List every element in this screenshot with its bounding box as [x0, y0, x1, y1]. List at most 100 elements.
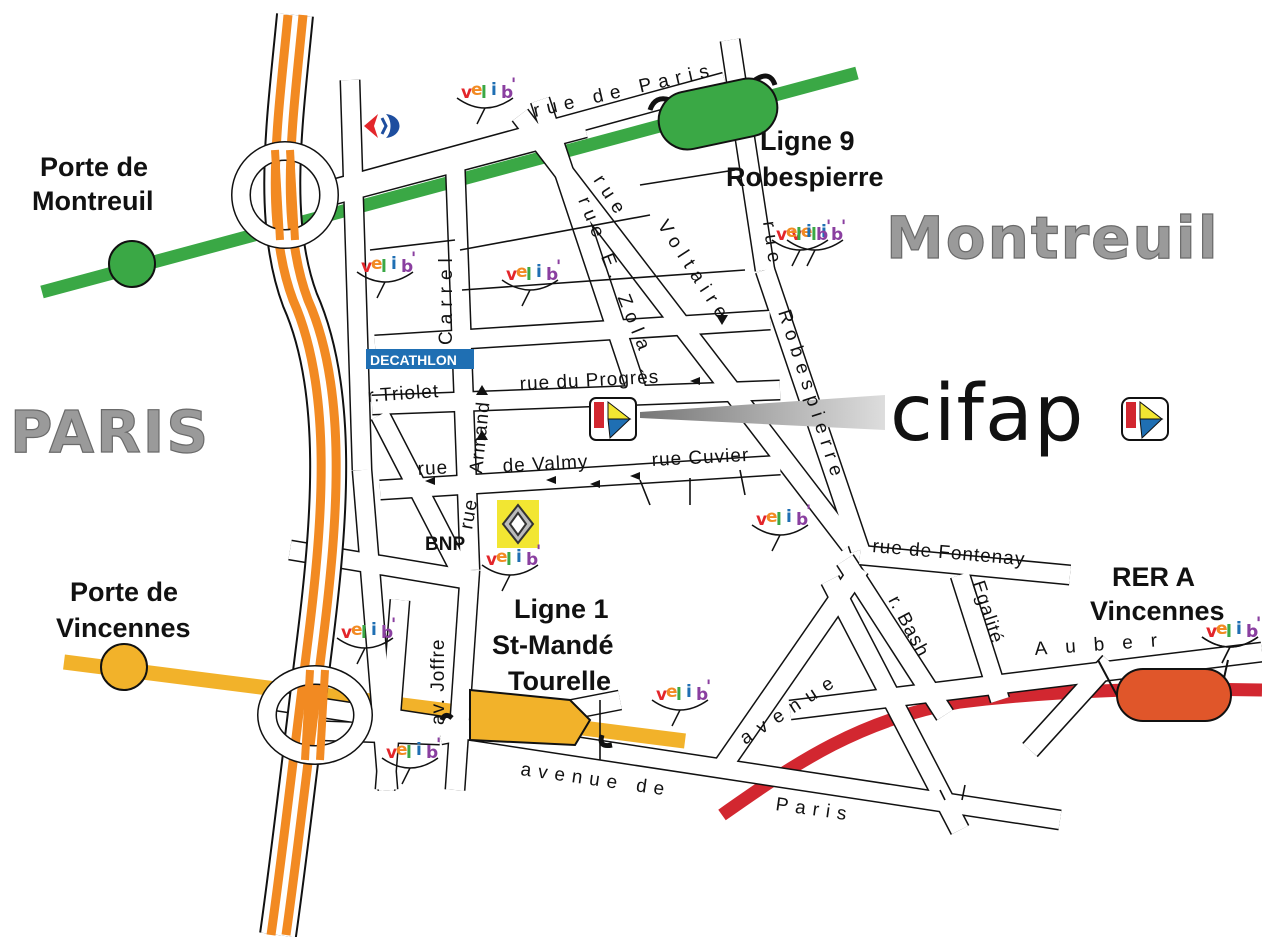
velib-letter: v — [776, 225, 787, 245]
velib-letter: i — [1236, 619, 1242, 639]
velib-letter: i — [821, 222, 827, 242]
velib-letter: i — [391, 254, 397, 274]
velib-letter: b — [696, 685, 708, 705]
street-r-triolet: r.Triolet — [367, 381, 440, 407]
one-way-arrows — [425, 315, 728, 488]
cifap-logo-big-icon[interactable] — [1121, 397, 1169, 441]
cifap-pointer-beam — [640, 395, 885, 430]
velib-letter: b — [796, 510, 808, 530]
velib-letter: l — [361, 623, 367, 643]
ligne1-station-platform[interactable] — [439, 688, 613, 748]
velib-apostrophe: ' — [511, 75, 516, 95]
ligne1-label: Ligne 1 — [514, 594, 609, 624]
velib-letter: b — [831, 225, 843, 245]
ligne9-robespierre-station[interactable] — [647, 73, 783, 155]
porte-vincennes-label-1: Porte de — [70, 577, 178, 607]
district-montreuil: Montreuil — [886, 204, 1220, 272]
velib-letter: v — [506, 265, 517, 285]
velib-letter: e — [1216, 619, 1228, 639]
velib-letter: e — [1216, 619, 1228, 639]
rer-vincennes-station[interactable] — [1097, 659, 1232, 722]
street-rue-cuvier: rue Cuvier — [651, 445, 750, 471]
street-rue-armand-a: rue — [456, 497, 482, 531]
velib-letter: v — [341, 623, 352, 643]
velib-letter: i — [786, 507, 792, 527]
porte-montreuil-roundabout — [231, 141, 339, 249]
velib-apostrophe: ' — [841, 217, 846, 237]
velib-letter: v — [361, 257, 372, 277]
street-carrel: Carrel — [436, 251, 457, 345]
velib-apostrophe: ' — [826, 217, 831, 237]
velib-letter: e — [471, 80, 483, 100]
velib-letter: v — [1206, 622, 1217, 642]
decathlon-label: DECATHLON — [370, 352, 457, 368]
velib-apostrophe: ' — [1256, 614, 1261, 634]
cifap-title: cifap — [890, 369, 1084, 459]
velib-letter: l — [796, 225, 802, 245]
velib-apostrophe: ' — [556, 257, 561, 277]
velib-letter: i — [1236, 619, 1242, 639]
velib-letter: b — [526, 550, 538, 570]
street-de-valmy: de Valmy — [502, 452, 589, 477]
decathlon-sign[interactable]: DECATHLON — [366, 349, 474, 369]
porte-vincennes-label-2: Vincennes — [56, 613, 191, 643]
velib-letter: e — [666, 682, 678, 702]
carrefour-logo-icon[interactable] — [364, 114, 400, 138]
velib-apostrophe: ' — [806, 502, 811, 522]
st-mande-label: St-Mandé — [492, 630, 614, 660]
velib-letter: e — [371, 254, 383, 274]
velib-letter: b — [426, 743, 438, 763]
velib-apostrophe: ' — [411, 249, 416, 269]
porte-montreuil-label-1: Porte de — [40, 152, 148, 182]
velib-letter: e — [496, 547, 508, 567]
velib-letter: v — [656, 685, 667, 705]
porte-vincennes-interchange — [257, 665, 373, 765]
velib-letter: i — [371, 620, 377, 640]
velib-letter: l — [776, 510, 782, 530]
velib-letter: i — [416, 740, 422, 760]
velib-letter: v — [1206, 622, 1217, 642]
velib-letter: i — [806, 222, 812, 242]
porte-montreuil-metro-circle-icon[interactable] — [108, 240, 156, 288]
velib-letter: b — [1246, 622, 1258, 642]
velib-letter: e — [801, 222, 813, 242]
velib-letter: e — [396, 740, 408, 760]
cifap-logo-icon[interactable] — [589, 397, 637, 441]
velib-letter: l — [506, 550, 512, 570]
porte-vincennes-metro-circle-icon[interactable] — [100, 643, 148, 691]
velib-letter: b — [401, 257, 413, 277]
velib-letter: b — [816, 225, 828, 245]
bnp-label[interactable]: BNP — [425, 534, 465, 555]
velib-apostrophe: ' — [706, 677, 711, 697]
rer-a-label: RER A — [1112, 562, 1195, 592]
velib-letter: e — [786, 222, 798, 242]
velib-letter: i — [686, 682, 692, 702]
velib-letter: l — [676, 685, 682, 705]
renault-logo-icon[interactable] — [497, 500, 539, 548]
velib-letter: l — [811, 225, 817, 245]
velib-letter: e — [766, 507, 778, 527]
velib-letter: b — [546, 265, 558, 285]
velib-letter: l — [381, 257, 387, 277]
velib-letter: l — [526, 265, 532, 285]
ligne9-label: Ligne 9 — [760, 126, 855, 156]
rer-vincennes-label: Vincennes — [1090, 596, 1225, 626]
velib-letter: e — [516, 262, 528, 282]
street-av-joffre: av. Joffre — [428, 639, 449, 725]
velib-letter: v — [461, 83, 472, 103]
velib-apostrophe: ' — [436, 735, 441, 755]
velib-apostrophe: ' — [1256, 614, 1261, 634]
